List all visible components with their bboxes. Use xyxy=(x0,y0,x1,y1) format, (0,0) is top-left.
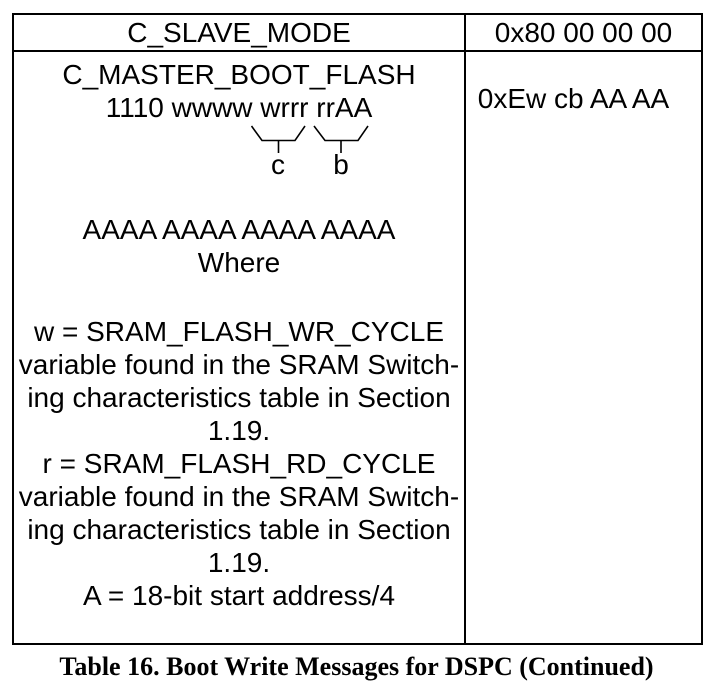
slave-mode-value-text: 0x80 00 00 00 xyxy=(494,17,673,48)
w-definition-line-3: ing characteristics table in Section xyxy=(27,382,451,413)
boot-message-table: C_SLAVE_MODE 0x80 00 00 00 C_MASTER_BOOT… xyxy=(12,13,703,645)
command-cell-slave-mode: C_SLAVE_MODE xyxy=(14,15,466,50)
slave-mode-command-text: C_SLAVE_MODE xyxy=(127,17,351,48)
master-boot-flash-value-text: 0xEw cb AA AA xyxy=(477,83,670,114)
underbrace-shapes xyxy=(251,125,369,153)
w-definition-line-4: 1.19. xyxy=(207,415,271,446)
w-definition-line-1: w = SRAM_FLASH_WR_CYCLE xyxy=(33,316,444,347)
r-definition-line-3: ing characteristics table in Section xyxy=(27,514,451,545)
master-boot-flash-command-text: C_MASTER_BOOT_FLASH xyxy=(62,59,416,90)
value-cell-master-boot-flash: 0xEw cb AA AA xyxy=(466,52,701,643)
command-cell-master-boot-flash: C_MASTER_BOOT_FLASH 1110 wwww wrrr rrAA … xyxy=(14,52,466,643)
bit-field-annotation: c b xyxy=(14,124,464,180)
value-cell-slave-mode: 0x80 00 00 00 xyxy=(466,15,701,50)
r-definition-line-2: variable found in the SRAM Switch- xyxy=(18,481,460,512)
brace-label-b: b xyxy=(333,149,349,180)
r-definition-line-1: r = SRAM_FLASH_RD_CYCLE xyxy=(42,448,436,479)
address-pattern-text: AAAA AAAA AAAA AAAA xyxy=(82,214,396,245)
r-definition-line-4: 1.19. xyxy=(207,547,271,578)
bit-pattern-text: 1110 wwww wrrr rrAA xyxy=(105,92,373,123)
underbrace-c-icon xyxy=(251,125,306,153)
table-row-slave-mode: C_SLAVE_MODE 0x80 00 00 00 xyxy=(14,15,701,52)
where-label: Where xyxy=(197,247,281,278)
brace-label-c: c xyxy=(271,149,285,180)
table-caption: Table 16. Boot Write Messages for DSPC (… xyxy=(59,652,654,681)
a-definition-line: A = 18-bit start address/4 xyxy=(82,580,396,611)
underbrace-b-icon xyxy=(313,125,369,153)
w-definition-line-2: variable found in the SRAM Switch- xyxy=(18,349,460,380)
table-row-master-boot-flash: C_MASTER_BOOT_FLASH 1110 wwww wrrr rrAA … xyxy=(14,52,701,643)
